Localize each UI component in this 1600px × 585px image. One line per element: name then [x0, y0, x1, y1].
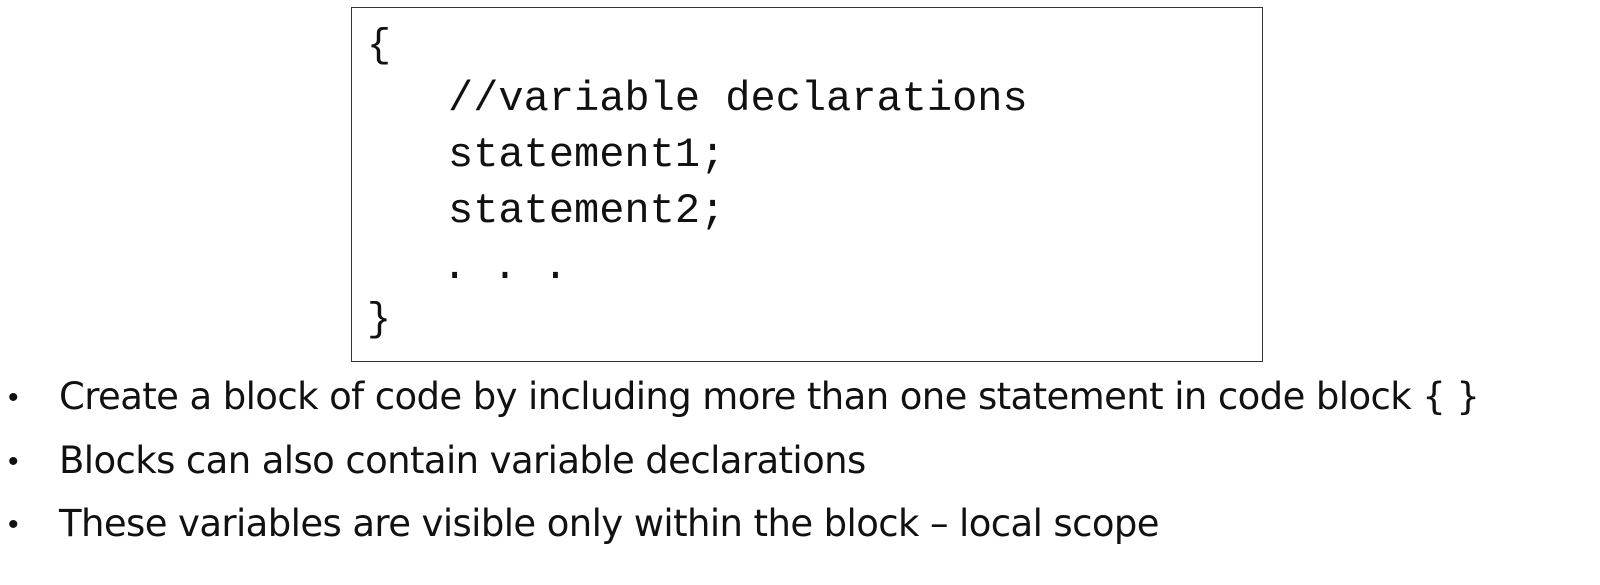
code-line-close-brace: } [367, 298, 392, 343]
code-line-statement2: statement2; [448, 187, 726, 235]
bullet-icon: • [8, 508, 19, 541]
bullet-text: Blocks can also contain variable declara… [59, 439, 866, 482]
list-item: • These variables are visible only withi… [0, 501, 1600, 561]
bullet-icon: • [8, 445, 19, 478]
bullet-text: Create a block of code by including more… [59, 375, 1480, 418]
bullet-icon: • [8, 381, 19, 414]
code-line-statement1: statement1; [448, 131, 726, 179]
list-item: • Create a block of code by including mo… [0, 374, 1600, 434]
code-line-open-brace: { [367, 24, 392, 69]
code-line-comment: //variable declarations [448, 75, 1028, 123]
list-item: • Blocks can also contain variable decla… [0, 438, 1600, 498]
code-line-ellipsis: . . . [442, 243, 569, 291]
code-block-box: { //variable declarations statement1; st… [351, 7, 1263, 362]
bullet-text: These variables are visible only within … [59, 502, 1160, 545]
